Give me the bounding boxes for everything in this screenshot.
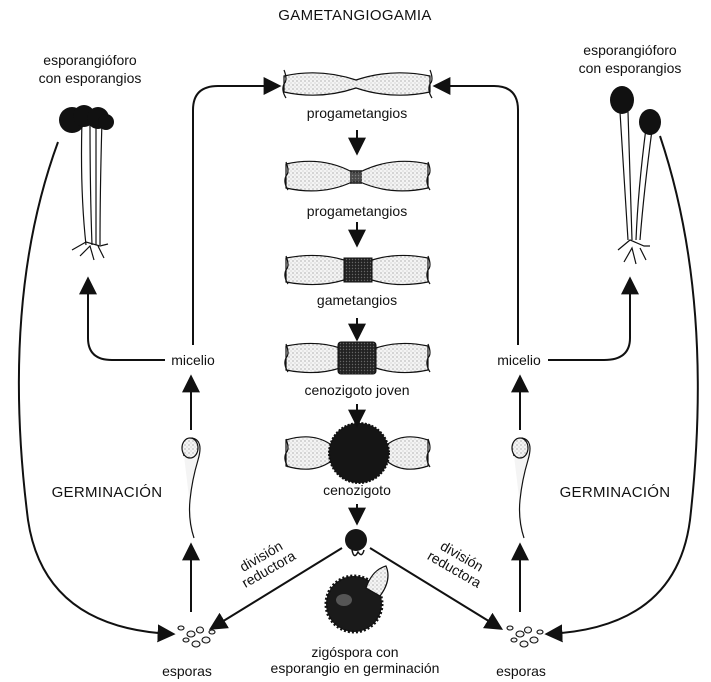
small-zygospore — [345, 529, 367, 557]
left-mycelium-label: micelio — [171, 352, 215, 368]
coenozygote — [284, 422, 431, 484]
progametangia-swollen — [284, 160, 431, 192]
right-mycelium-label: micelio — [497, 352, 541, 368]
stage-label-4: cenozigoto joven — [304, 382, 410, 398]
left-spores — [177, 625, 216, 648]
left-sporangiophore-label-2: con esporangios — [38, 70, 142, 86]
zygospore-caption-line2: esporangio en germinación — [270, 660, 440, 676]
right-spores-label: esporas — [496, 663, 546, 679]
zygospore-caption-line1: zigóspora con — [311, 644, 399, 660]
right-cycle-arrows — [432, 77, 699, 643]
gametangia — [284, 254, 431, 286]
zygospore-with-sporangium — [324, 565, 389, 634]
right-sporangiophore-label-1: esporangióforo — [583, 42, 677, 58]
progametangia-contact — [282, 69, 433, 99]
reduction-arrows — [208, 547, 504, 630]
left-germling — [181, 437, 201, 539]
left-spores-label: esporas — [162, 663, 212, 679]
right-germling — [511, 437, 531, 539]
stage-label-3: gametangios — [316, 292, 398, 308]
stage-label-1: progametangios — [306, 105, 408, 121]
left-germination-label: GERMINACIÓN — [51, 484, 163, 501]
diagram-title: GAMETANGIOGAMIA — [278, 7, 432, 24]
right-germination-label: GERMINACIÓN — [559, 484, 671, 501]
right-sporangiophore — [610, 86, 661, 265]
right-spores — [506, 625, 544, 648]
left-sporangiophore — [59, 105, 114, 261]
stage-label-2: progametangios — [306, 203, 408, 219]
stage-label-5: cenozigoto — [323, 482, 391, 498]
right-sporangiophore-label-2: con esporangios — [578, 60, 682, 76]
young-coenozygote — [284, 341, 431, 375]
left-cycle-arrows — [17, 77, 282, 643]
left-sporangiophore-label-1: esporangióforo — [43, 52, 137, 68]
